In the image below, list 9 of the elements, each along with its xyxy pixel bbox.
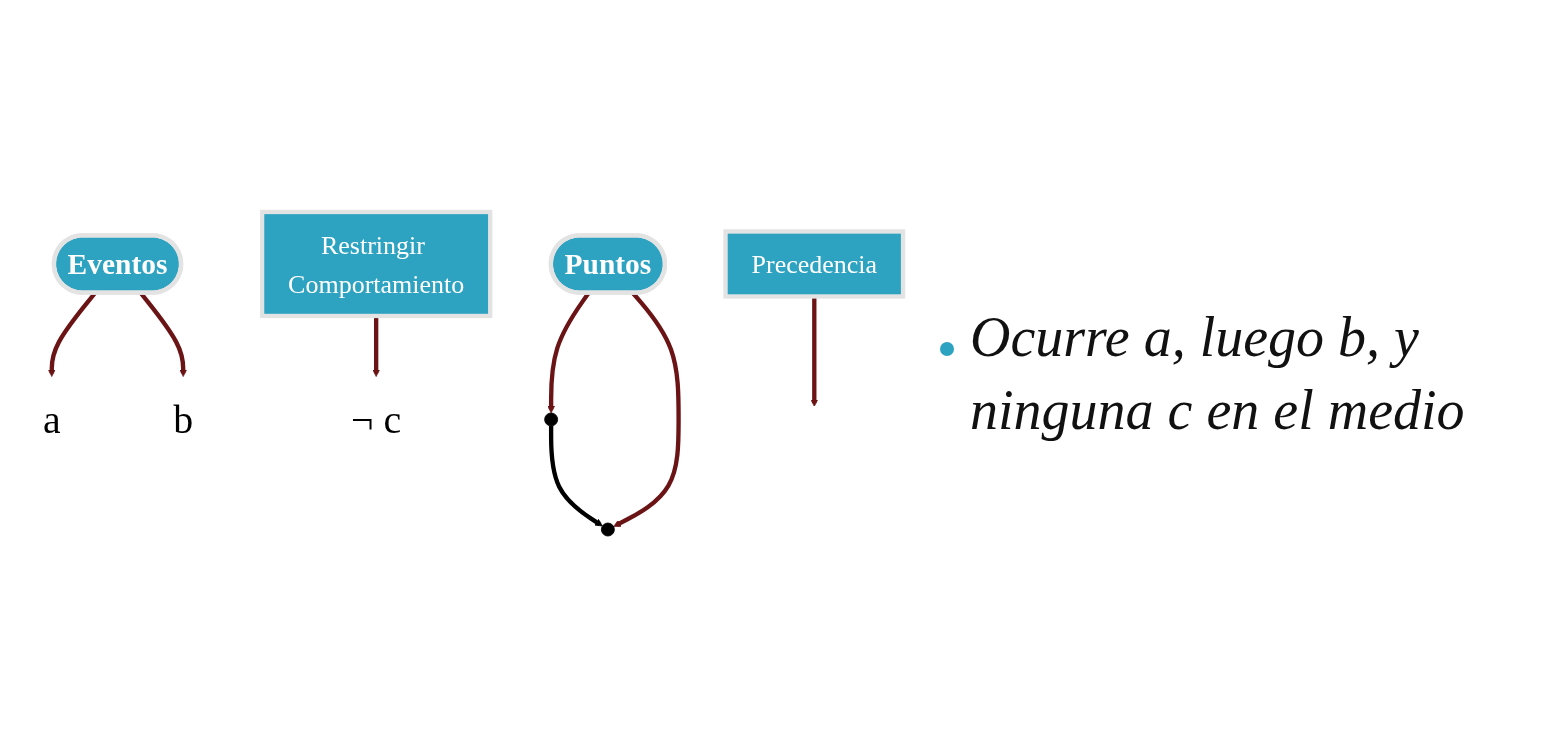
node-text: a (42, 397, 61, 442)
node-text: ¬ c (351, 397, 402, 442)
node-circle (600, 522, 615, 537)
node-text: b (173, 397, 194, 442)
arrow (548, 426, 603, 527)
bullet-text: Ocurre a, luego b, y ninguna c en el medio (970, 305, 1466, 443)
node-circle (544, 412, 559, 427)
node-box: Precedencia (723, 229, 906, 299)
node-box: Restringir Comportamiento (259, 209, 493, 319)
